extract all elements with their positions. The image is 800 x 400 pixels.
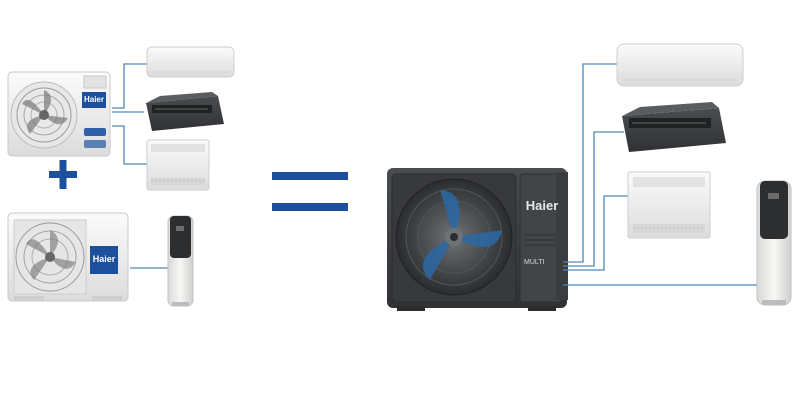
pipe-to-wall-split (112, 63, 147, 109)
left-outdoor-unit-1 (7, 71, 111, 157)
floor-console-icon (627, 171, 711, 239)
right-water-heater (756, 180, 792, 306)
multi-brand-logo: Haier (525, 198, 559, 213)
multi-model-label: MULTI (524, 259, 545, 266)
right-piping (563, 63, 757, 286)
equals-sign (272, 172, 348, 211)
floor-console-icon (146, 139, 210, 191)
wall-split-icon (616, 43, 744, 87)
multi-outdoor-unit (387, 168, 568, 311)
left-piping (112, 63, 168, 269)
haier-logo-text-1: Haier (83, 95, 104, 104)
left-floor-console (146, 139, 210, 191)
right-wall-split (616, 43, 744, 87)
wall-split-icon (146, 46, 235, 78)
fan-blade-icon (422, 190, 502, 280)
left-water-heater (167, 215, 194, 307)
haier-logo-icon (90, 246, 118, 274)
pipe-to-floor-console (112, 125, 147, 165)
pipe-to-ducted-unit (563, 131, 624, 267)
pipe-to-wall-split (563, 63, 617, 263)
haier-logo-text-2: Haier (92, 254, 116, 264)
plus-sign (49, 160, 77, 189)
right-floor-console (627, 171, 711, 239)
left-ducted-unit (146, 92, 224, 131)
left-outdoor-unit-2 (7, 212, 129, 302)
haier-logo-icon (82, 92, 106, 108)
right-ducted-unit (622, 102, 726, 152)
left-wall-split (146, 46, 235, 78)
pipe-to-floor-console (563, 195, 628, 271)
fan-grille-icon (15, 222, 85, 292)
ducted-unit-icon (146, 96, 224, 131)
